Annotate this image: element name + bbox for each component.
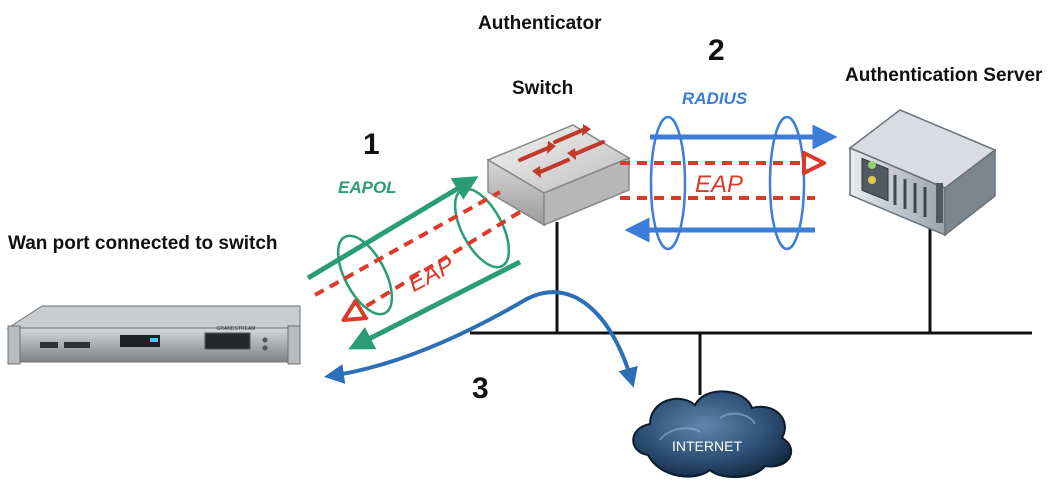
switch-icon (486, 124, 631, 227)
eapol-ring-right (453, 187, 511, 269)
eap-right-label: EAP (695, 171, 743, 198)
network-backbone (470, 222, 1032, 395)
auth-server-label: Authentication Server (845, 65, 1043, 86)
eapol-arrow-lower (348, 259, 522, 350)
internet-cloud-icon: INTERNET (632, 390, 793, 479)
eapol-label: EAPOL (338, 178, 397, 197)
eap-left-dash-upper (314, 190, 501, 297)
radius-label: RADIUS (682, 89, 748, 108)
step-2-label: 2 (708, 34, 725, 67)
device-brand-label: GRANDSTREAM (217, 326, 256, 332)
wan-port-label: Wan port connected to switch (8, 233, 278, 254)
eapol-ring-left (336, 234, 394, 316)
internet-path-arrow (324, 290, 638, 388)
step-1-label: 1 (363, 128, 380, 161)
server-icon (848, 109, 997, 237)
radius-ring-left (649, 115, 687, 251)
rack-device-icon: GRANDSTREAM (6, 305, 301, 365)
switch-label: Switch (512, 78, 574, 99)
radius-ring-right (768, 115, 806, 251)
radius-link (620, 115, 838, 251)
authenticator-label: Authenticator (478, 13, 602, 34)
step-3-label: 3 (472, 372, 489, 405)
eapol-arrow-upper (306, 176, 479, 281)
internet-label: INTERNET (672, 438, 742, 454)
eapol-link (306, 176, 522, 350)
eap-left-label: EAP (404, 251, 459, 297)
